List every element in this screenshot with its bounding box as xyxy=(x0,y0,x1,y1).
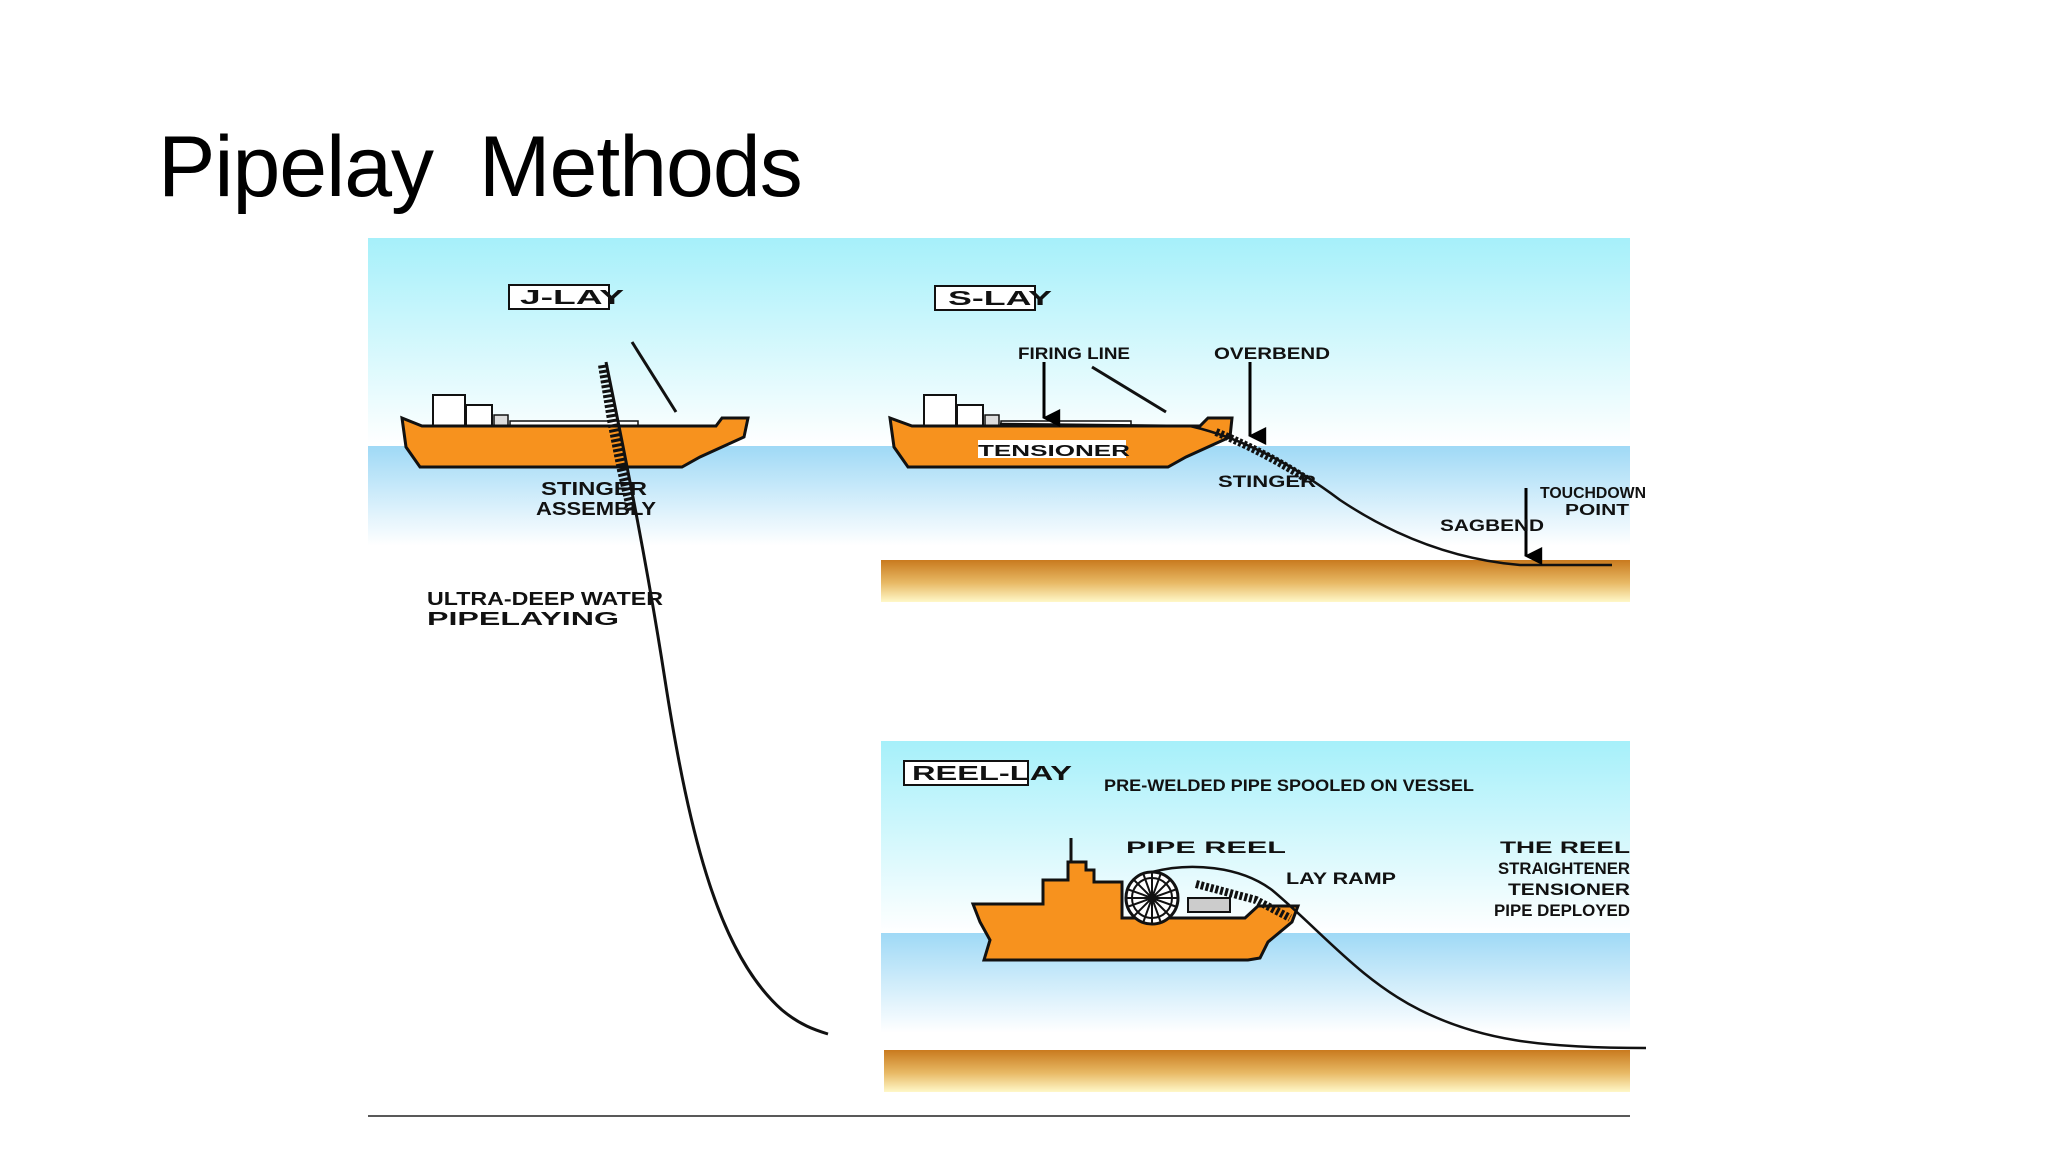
j-lay-label-box xyxy=(508,284,610,310)
j-lay-stinger xyxy=(598,364,637,514)
j-lay-tower-brace xyxy=(630,341,678,413)
s-lay-overbend-label: OVERBEND xyxy=(1214,344,1330,363)
reel-lay-side-label-3: TENSIONER xyxy=(1508,880,1630,899)
reel-lay-side-label-1: THE REEL xyxy=(1500,838,1630,857)
j-lay-vessel xyxy=(400,394,750,469)
s-lay-label-box xyxy=(934,285,1036,311)
reel-lay-side-label-2: STRAIGHTENER xyxy=(1498,859,1630,878)
j-lay-pipe xyxy=(604,361,829,1036)
s-lay-tensioner-label: TENSIONER xyxy=(978,443,1131,460)
s-lay-touchdown-label-1: TOUCHDOWN xyxy=(1540,485,1646,502)
j-lay-label: J-LAY xyxy=(520,287,625,309)
j-lay-stinger-label-2: ASSEMBLY xyxy=(536,499,656,519)
reel-lay-label-box xyxy=(903,760,1029,786)
s-lay-tensioner-box xyxy=(978,440,1126,458)
reel-lay-vessel xyxy=(970,838,1301,962)
s-lay-sagbend-label: SAGBEND xyxy=(1440,516,1544,535)
reel-lay-seabed xyxy=(884,1050,1630,1092)
j-lay-stinger-label-1: STINGER xyxy=(541,479,647,499)
reel-lay-label: REEL-LAY xyxy=(912,763,1073,785)
s-lay-firing-line-label: FIRING LINE xyxy=(1018,344,1130,363)
pipe-reel-icon xyxy=(1124,870,1180,926)
j-lay-depth-label-1: ULTRA-DEEP WATER xyxy=(427,589,663,609)
reel-lay-reel-label: PIPE REEL xyxy=(1126,838,1286,857)
s-lay-label: S-LAY xyxy=(948,288,1053,310)
slide-title: Pipelay Methods xyxy=(158,119,803,215)
lay-ramp xyxy=(1194,880,1292,922)
s-lay-stinger-label: STINGER xyxy=(1218,472,1316,491)
reel-lay-pipe xyxy=(1151,865,1647,1050)
s-lay-seabed xyxy=(881,560,1630,602)
reel-lay-side-label-4: PIPE DEPLOYED xyxy=(1494,901,1630,920)
s-lay-touchdown-label-2: POINT xyxy=(1565,502,1629,519)
j-lay-depth-label-2: PIPELAYING xyxy=(427,609,619,629)
reel-lay-continuous-label: PRE-WELDED PIPE SPOOLED ON VESSEL xyxy=(1104,776,1474,795)
s-lay-pipe xyxy=(999,422,1612,567)
reel-lay-ramp-label: LAY RAMP xyxy=(1286,869,1396,888)
s-lay-firing-line-leader xyxy=(1091,365,1167,414)
